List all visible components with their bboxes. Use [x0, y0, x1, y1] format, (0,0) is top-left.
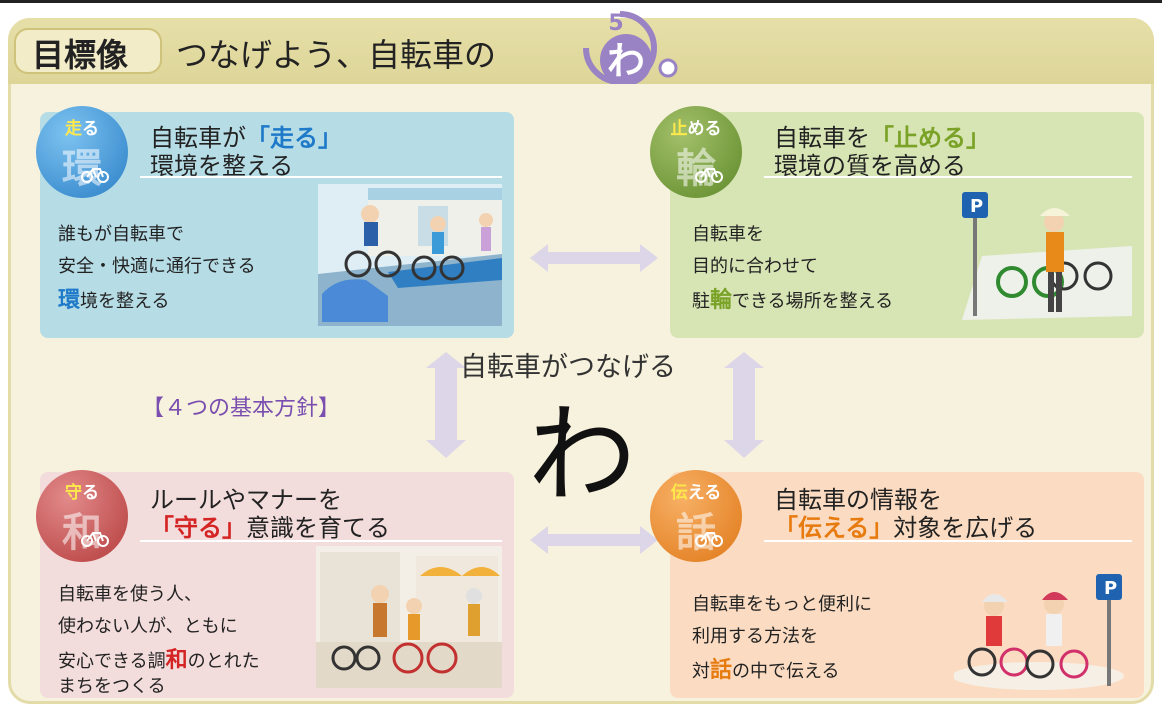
- bicycle-icon: [81, 168, 109, 183]
- double-arrow-icon: [724, 352, 764, 458]
- double-arrow-icon: [426, 352, 466, 458]
- page-title: 目標像: [32, 36, 129, 74]
- badge-stop: 止める 輪: [650, 106, 742, 198]
- divider: [140, 540, 502, 542]
- badge-label: 止める: [670, 119, 722, 139]
- body-line: まちをつくる: [58, 676, 166, 697]
- double-arrow-icon: [530, 244, 658, 272]
- badge-kanji: 輪: [676, 145, 716, 192]
- badge-kanji: 和: [62, 509, 102, 556]
- body-line: 目的に合わせて: [692, 256, 818, 277]
- wa-logo-char: わ: [607, 38, 645, 83]
- body-line: 自転車をもっと便利に: [692, 594, 872, 615]
- page-subtitle: つなげよう、自転車の: [176, 36, 497, 74]
- badge-run: 走る 環: [36, 106, 128, 198]
- heading-stop: 自転車を「止める」: [774, 124, 990, 152]
- body-line: 対話の中で伝える: [692, 658, 840, 683]
- badge-protect: 守る 和: [36, 470, 128, 562]
- title-tag: [14, 28, 162, 74]
- divider: [764, 176, 1132, 178]
- body-line: 自転車を使う人、: [58, 584, 202, 605]
- parking-sign-letter: P: [970, 196, 983, 217]
- cycling-street-illustration: [318, 184, 502, 326]
- body-line: 安全・快適に通行できる: [58, 256, 256, 277]
- center-wa-char: わ: [528, 393, 637, 518]
- center-label: 自転車がつなげる: [460, 352, 676, 383]
- quadrant-tell: [670, 472, 1144, 698]
- body-line: 環境を整える: [58, 288, 170, 313]
- heading-run-sub: 環境を整える: [150, 152, 294, 180]
- heading-run: 自転車が「走る」: [150, 124, 342, 152]
- heading-tell-sub: 「伝える」対象を広げる: [774, 514, 1038, 542]
- heading-protect: ルールやマナーを: [150, 486, 342, 514]
- children-talking-illustration: P: [954, 574, 1124, 690]
- body-line: 駐輪できる場所を整える: [692, 288, 894, 313]
- body-line: 安心できる調和のとれた: [58, 648, 260, 673]
- title-bar: [8, 18, 1154, 84]
- badge-tell: 伝える 話: [650, 470, 742, 562]
- body-line: 自転車を: [692, 224, 764, 245]
- heading-tell: 自転車の情報を: [774, 486, 942, 514]
- bicycle-parking-illustration: P: [962, 192, 1132, 320]
- divider: [764, 540, 1132, 542]
- wa-logo-number: 5: [608, 11, 623, 36]
- bicycle-icon: [695, 532, 723, 547]
- top-border-line: [0, 0, 1162, 3]
- badge-kanji: 環: [62, 145, 102, 192]
- bicycle-icon: [695, 168, 723, 183]
- heading-protect-sub: 「守る」意識を育てる: [150, 514, 390, 542]
- divider: [140, 176, 502, 178]
- body-line: 利用する方法を: [692, 626, 818, 647]
- family-cycling-illustration: [316, 546, 502, 688]
- heading-stop-sub: 環境の質を高める: [774, 152, 966, 180]
- badge-label: 伝える: [670, 483, 722, 503]
- badge-label: 守る: [65, 483, 99, 503]
- double-arrow-icon: [530, 526, 658, 554]
- wa-logo-icon: わ 5: [583, 11, 678, 84]
- badge-label: 走る: [65, 119, 99, 139]
- parking-sign-letter: P: [1104, 578, 1117, 599]
- badge-kanji: 話: [676, 509, 716, 556]
- body-line: 使わない人が、ともに: [58, 616, 238, 637]
- body-line: 誰もが自転車で: [58, 224, 184, 245]
- policy-label: 【４つの基本方針】: [142, 396, 341, 421]
- bicycle-icon: [81, 532, 109, 547]
